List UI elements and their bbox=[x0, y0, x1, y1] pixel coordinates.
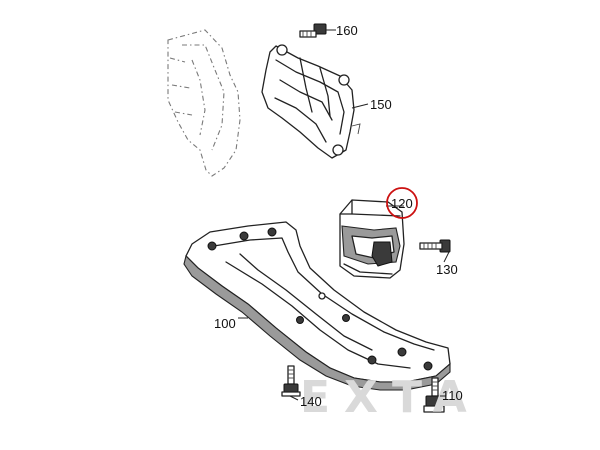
callout-130: 130 bbox=[436, 262, 458, 277]
transmission-bracket bbox=[261, 44, 361, 159]
callout-120: 120 bbox=[391, 196, 413, 211]
bolt-160 bbox=[299, 23, 327, 38]
callout-140: 140 bbox=[300, 394, 322, 409]
bolt-130 bbox=[419, 239, 451, 253]
callout-100: 100 bbox=[214, 316, 236, 331]
watermark-text: EXTA bbox=[300, 372, 481, 423]
transmission-housing-outline bbox=[167, 29, 241, 177]
transmission-crossmember bbox=[183, 221, 451, 391]
callout-110: 110 bbox=[442, 388, 463, 403]
bolt-110 bbox=[423, 377, 445, 413]
highlight-circle bbox=[386, 187, 418, 219]
callout-150: 150 bbox=[370, 97, 392, 112]
rubber-transmission-mount bbox=[339, 199, 405, 279]
leader-lines bbox=[238, 29, 451, 401]
bolt-140 bbox=[281, 365, 301, 397]
callout-160: 160 bbox=[336, 23, 358, 38]
